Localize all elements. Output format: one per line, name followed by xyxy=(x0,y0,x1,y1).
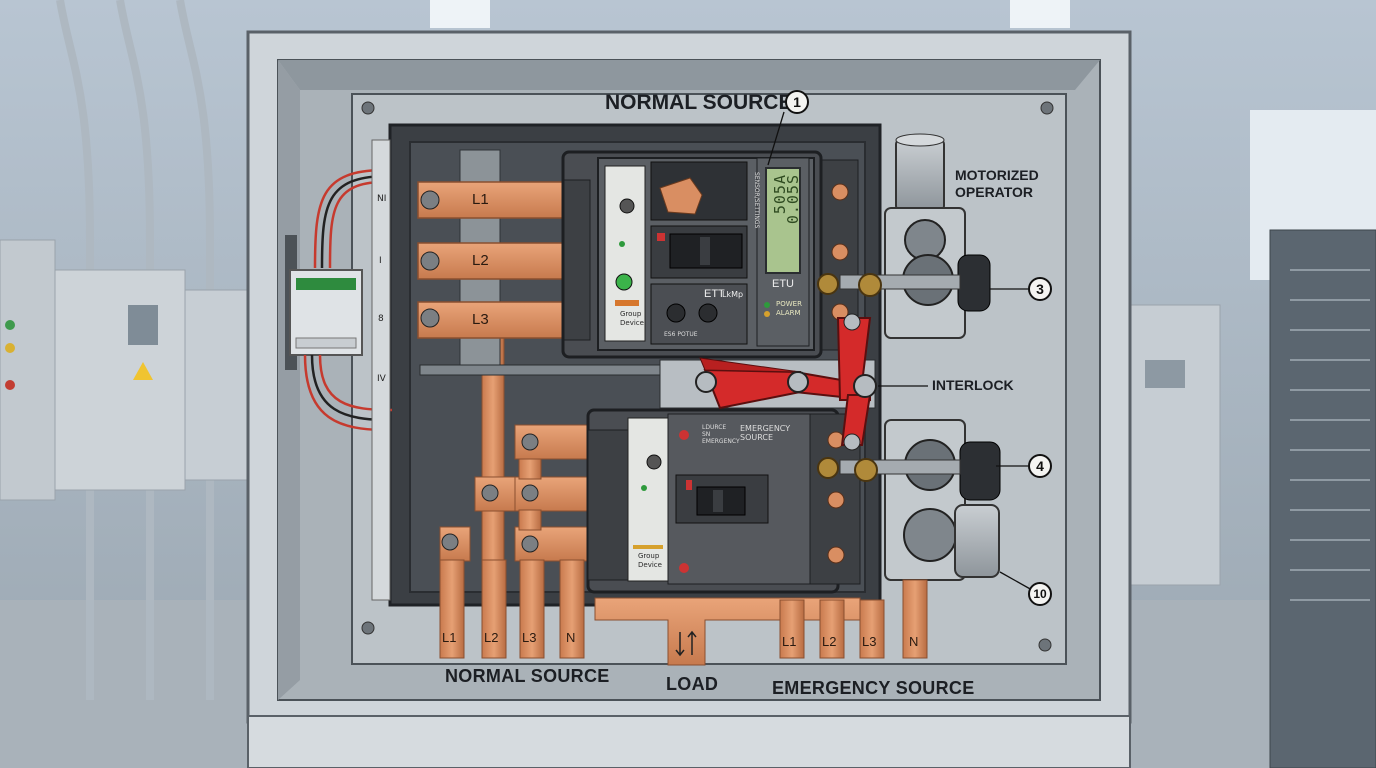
mounting-screw xyxy=(361,621,375,635)
emergency-trip-text: Group Device xyxy=(638,552,662,569)
bg-indicator xyxy=(5,380,15,390)
bg-indicator xyxy=(5,343,15,353)
leader-lines xyxy=(767,111,1033,591)
bg-cabinet xyxy=(0,239,56,501)
enclosure-depth-left xyxy=(278,60,300,700)
load-label: LOAD xyxy=(666,674,719,694)
emergency-breaker-face-text: EMERGENCY SOURCE xyxy=(740,424,791,442)
terminal-emergency-n: N xyxy=(909,634,919,649)
motorized-operator-lower xyxy=(817,419,1001,581)
emergency-source-label: EMERGENCY SOURCE xyxy=(772,678,975,698)
din-terminal-module xyxy=(285,235,363,370)
bg-cabinet-screen xyxy=(1145,360,1185,388)
mechanical-interlock xyxy=(695,313,877,451)
enclosure-depth-top xyxy=(278,60,1100,90)
interlock-label: INTERLOCK xyxy=(932,377,1014,393)
status-indicator-text: POWER ALARM xyxy=(776,300,802,317)
busbar-label-l2: L2 xyxy=(472,252,489,269)
callout-10: 10 xyxy=(1028,582,1052,606)
terminal-normal-n: N xyxy=(566,630,576,645)
trip-unit-text-left: Group Device xyxy=(620,310,644,327)
busbar-label-l3: L3 xyxy=(472,311,489,328)
bg-warning-sign xyxy=(133,362,153,380)
terminal-emergency-l2: L2 xyxy=(822,634,837,649)
bg-cabinet-screen xyxy=(128,305,158,345)
side-marker: I xyxy=(379,256,382,266)
callout-3: 3 xyxy=(1028,277,1052,301)
normal-source-breaker xyxy=(561,150,859,359)
normal-source-title: NORMAL SOURCE xyxy=(605,91,793,114)
ceiling-light xyxy=(430,0,490,28)
dial-text: ES6 POTUE xyxy=(664,331,698,338)
bg-server-rack-slots xyxy=(1290,269,1370,601)
callout-4: 4 xyxy=(1028,454,1052,478)
ceiling-light xyxy=(1010,0,1070,28)
motorized-operator-upper xyxy=(817,133,991,339)
busbar-label-l1: L1 xyxy=(472,191,489,208)
callout-1: 1 xyxy=(785,90,809,114)
terminals-bottom xyxy=(439,559,928,666)
bg-server-rack xyxy=(1269,229,1376,768)
lcd-side-text: SENSOR/SETTINGS xyxy=(753,172,760,229)
conduits-left xyxy=(56,0,214,700)
side-rail xyxy=(371,139,391,601)
ett-label: ETT xyxy=(704,288,725,300)
motorized-operator-label: MOTORIZED OPERATOR xyxy=(955,167,1039,200)
terminal-emergency-l1: L1 xyxy=(782,634,797,649)
side-marker: IV xyxy=(377,374,386,384)
busbars-normal xyxy=(417,181,589,339)
side-marker: 8 xyxy=(378,314,384,324)
lcd-time-readout: 0.05S xyxy=(784,174,802,225)
emergency-source-breaker xyxy=(586,408,861,594)
bg-cabinet xyxy=(54,269,186,491)
bg-cabinet xyxy=(1129,304,1221,586)
normal-source-bottom-label: NORMAL SOURCE xyxy=(445,666,610,686)
terminal-normal-l1: L1 xyxy=(442,630,457,645)
terminal-normal-l3: L3 xyxy=(522,630,537,645)
side-marker: NI xyxy=(377,194,387,204)
terminal-normal-l2: L2 xyxy=(484,630,499,645)
mounting-screw xyxy=(361,101,375,115)
etu-label: ETU xyxy=(772,278,794,290)
terminal-emergency-l3: L3 xyxy=(862,634,877,649)
busbars-lower xyxy=(439,424,596,562)
enclosure-lower-frame xyxy=(247,715,1131,768)
bg-indicator xyxy=(5,320,15,330)
trip-unit-text-right: LkMp xyxy=(722,290,744,299)
bg-cabinet xyxy=(184,289,248,481)
mounting-screw xyxy=(1038,638,1052,652)
mounting-screw xyxy=(1040,101,1054,115)
emergency-breaker-side-text: LDURCE SN EMERGENCY xyxy=(702,424,740,445)
